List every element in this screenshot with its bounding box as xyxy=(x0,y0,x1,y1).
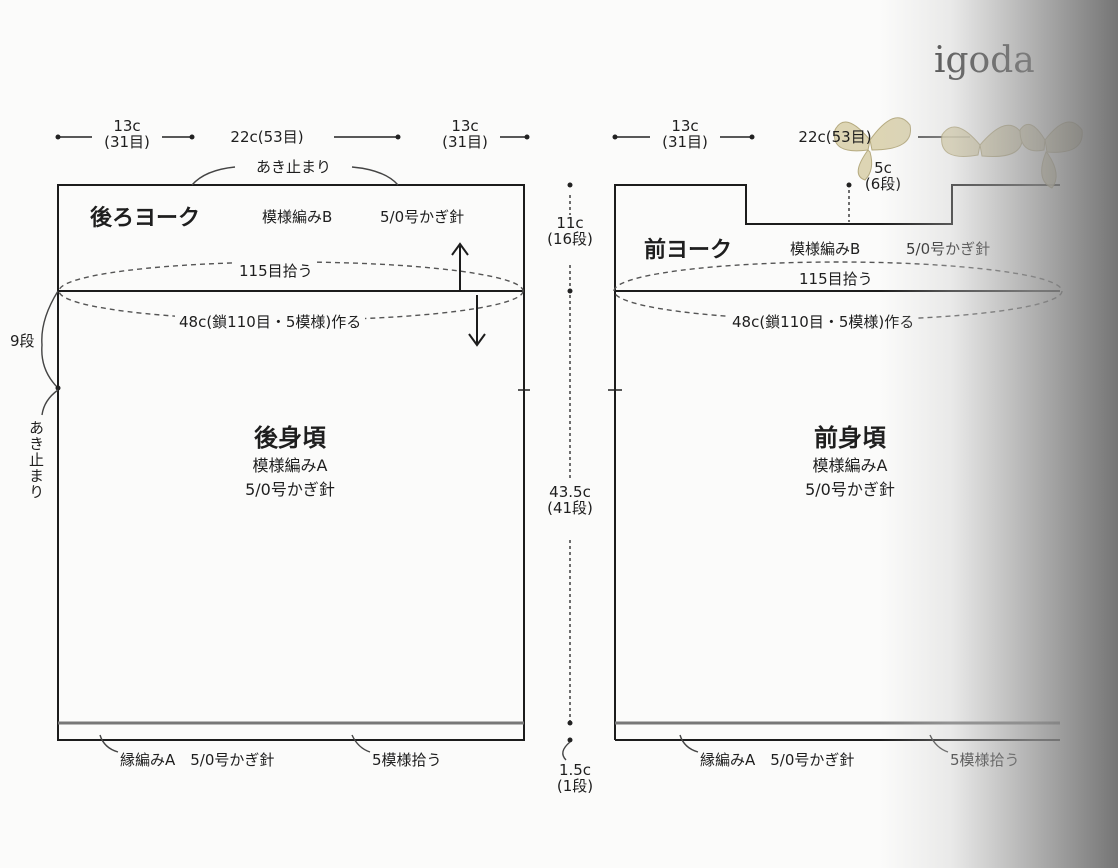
back-body-pattern: 模様編みA xyxy=(252,456,328,475)
brand-logo: igoda xyxy=(934,40,1035,81)
back-opening-label: あき止まり xyxy=(255,158,331,176)
front-neck-depth: 5c(6段) xyxy=(864,159,902,193)
back-dim-center: 22c(53目) xyxy=(230,128,304,146)
back-edge-label: 縁編みA 5/0号かぎ針 xyxy=(120,751,275,769)
back-yoke-hook: 5/0号かぎ針 xyxy=(380,208,465,226)
front-edge-label: 縁編みA 5/0号かぎ針 xyxy=(700,751,855,769)
back-body-title: 後身頃 xyxy=(254,424,326,452)
back-edge-pickup: 5模様拾う xyxy=(372,751,442,769)
front-pickup-label: 115目拾う xyxy=(795,268,877,289)
front-body-title: 前身頃 xyxy=(814,424,886,452)
front-body-hook: 5/0号かぎ針 xyxy=(805,480,895,499)
body-height-dim: 43.5c(41段) xyxy=(547,483,593,517)
back-outline xyxy=(57,184,525,741)
front-yoke-title: 前ヨーク xyxy=(644,238,733,263)
back-yoke-pattern: 模様編みB xyxy=(262,208,333,226)
back-chain-label: 48c(鎖110目・5模様)作る xyxy=(175,311,366,332)
edge-height-dim: 1.5c(1段) xyxy=(556,761,594,795)
back-dim-right: 13c(31目) xyxy=(442,117,488,151)
front-dim-left: 13c(31目) xyxy=(662,117,708,151)
back-body-hook: 5/0号かぎ針 xyxy=(245,480,335,499)
front-edge-pickup: 5模様拾う xyxy=(950,751,1020,769)
back-side-rows: 9段 xyxy=(10,332,35,350)
front-dim-center: 22c(53目) xyxy=(798,128,872,146)
yoke-height-dim: 11c(16段) xyxy=(547,214,593,248)
front-body-pattern: 模様編みA xyxy=(812,456,888,475)
back-pickup-label: 115目拾う xyxy=(235,260,317,281)
back-dim-left: 13c(31目) xyxy=(104,117,150,151)
back-side-opening: あき止まり xyxy=(27,420,45,500)
butterfly-decoration-icon xyxy=(833,117,1083,189)
front-yoke-hook: 5/0号かぎ針 xyxy=(906,240,991,258)
back-yoke-title: 後ろヨーク xyxy=(90,206,201,231)
front-yoke-pattern: 模様編みB xyxy=(790,240,861,258)
front-chain-label: 48c(鎖110目・5模様)作る xyxy=(728,311,919,332)
